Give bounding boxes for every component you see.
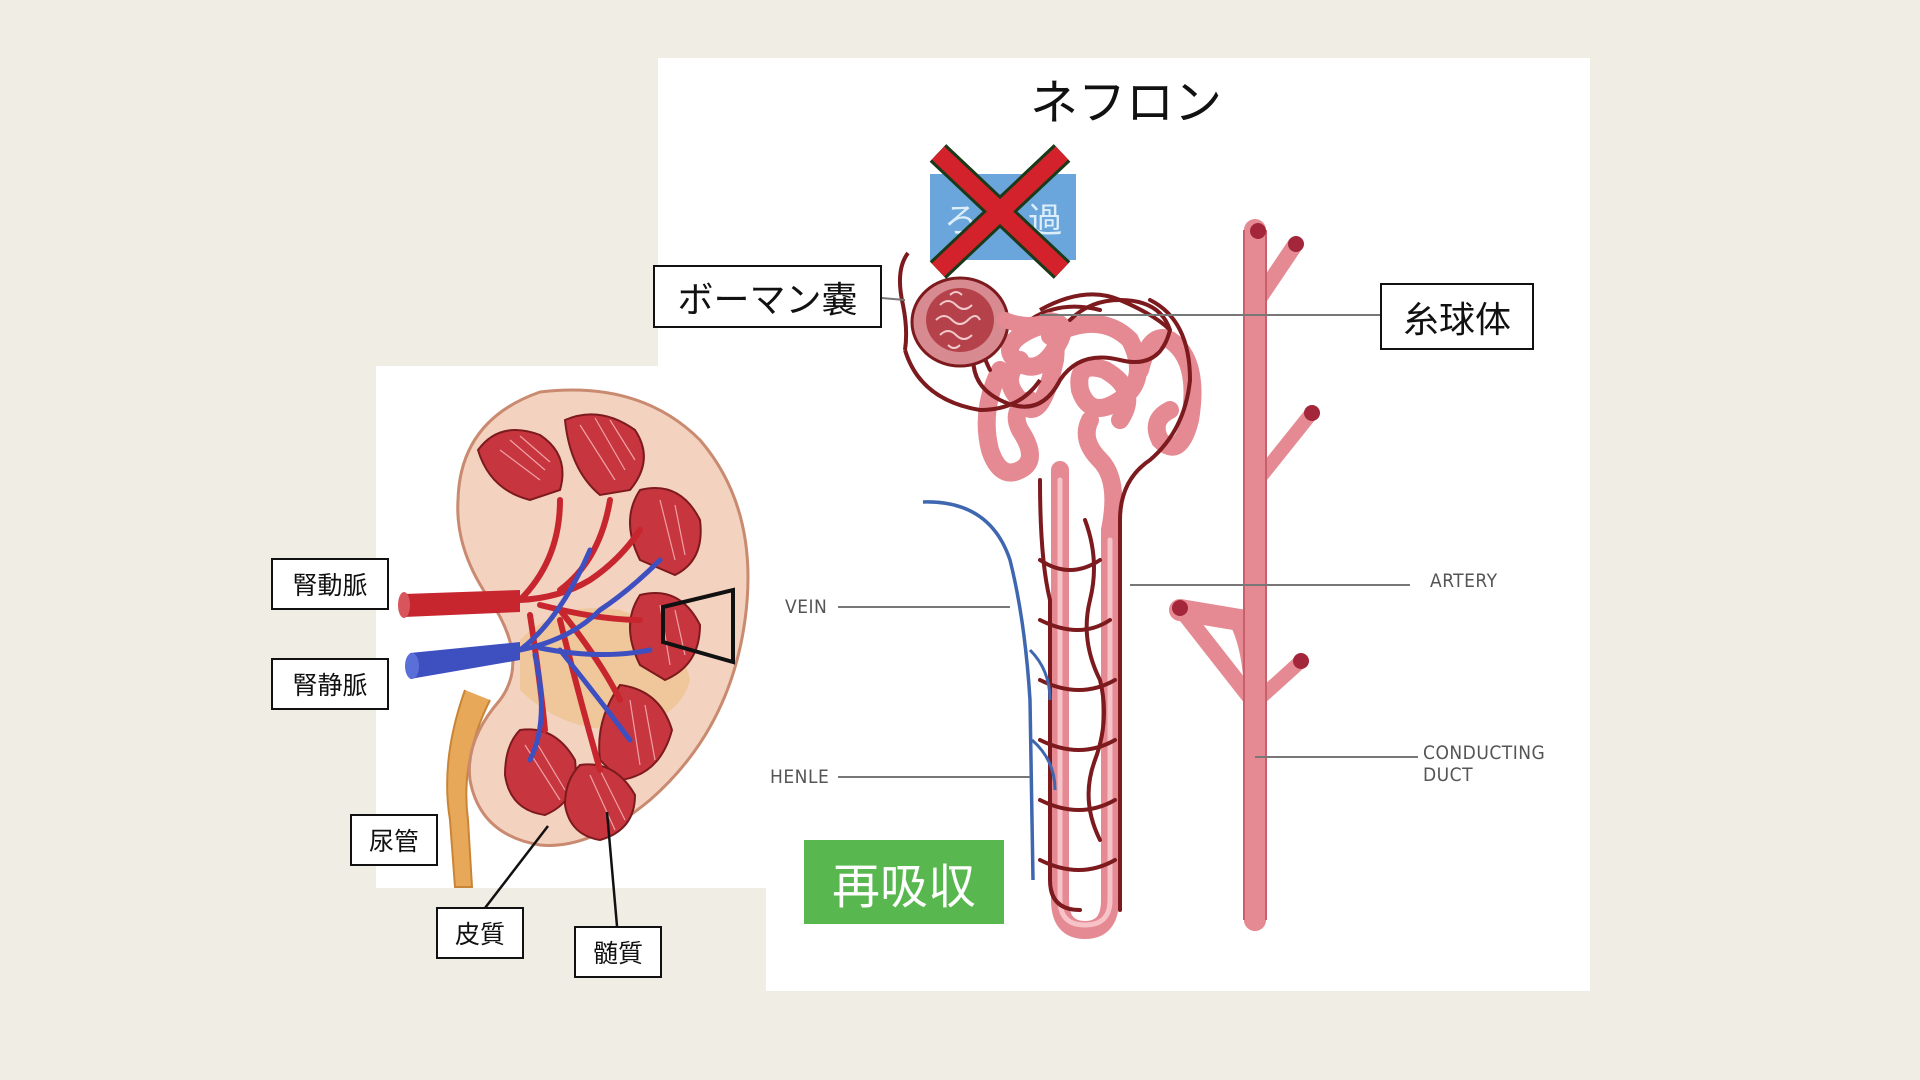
label-ureter: 尿管 <box>350 814 438 866</box>
kidney-illustration <box>398 388 750 927</box>
filtration-tag-left: ろ <box>944 200 978 241</box>
filtration-tag: ろ 過 <box>930 174 1076 260</box>
label-conducting-duct-line1: CONDUCTING <box>1423 742 1546 764</box>
label-cortex: 皮質 <box>436 907 524 959</box>
label-medulla: 髄質 <box>574 926 662 978</box>
bowman-capsule-glomerulus <box>897 251 1172 413</box>
label-artery: ARTERY <box>1430 570 1498 592</box>
reabsorption-tag: 再吸収 <box>804 840 1004 924</box>
convoluted-tubule <box>977 312 1202 940</box>
label-conducting-duct: CONDUCTING DUCT <box>1423 742 1545 786</box>
page-title: ネフロン <box>1029 75 1222 131</box>
label-renal-artery: 腎動脈 <box>271 558 389 610</box>
label-vein: VEIN <box>785 596 828 618</box>
leader-lines <box>838 297 1418 778</box>
tubule-inner <box>1057 477 1113 928</box>
conducting-duct-outline <box>1243 230 1267 920</box>
filtration-tag-right: 過 <box>1028 200 1062 241</box>
label-henle: HENLE <box>770 766 830 788</box>
nephron-panel <box>658 58 1590 991</box>
label-renal-vein: 腎静脈 <box>271 658 389 710</box>
vein-vessel <box>922 500 1035 881</box>
label-glomerulus: 糸球体 <box>1380 283 1534 350</box>
label-conducting-duct-line2: DUCT <box>1423 764 1474 786</box>
label-bowman-capsule: ボーマン嚢 <box>653 265 882 328</box>
